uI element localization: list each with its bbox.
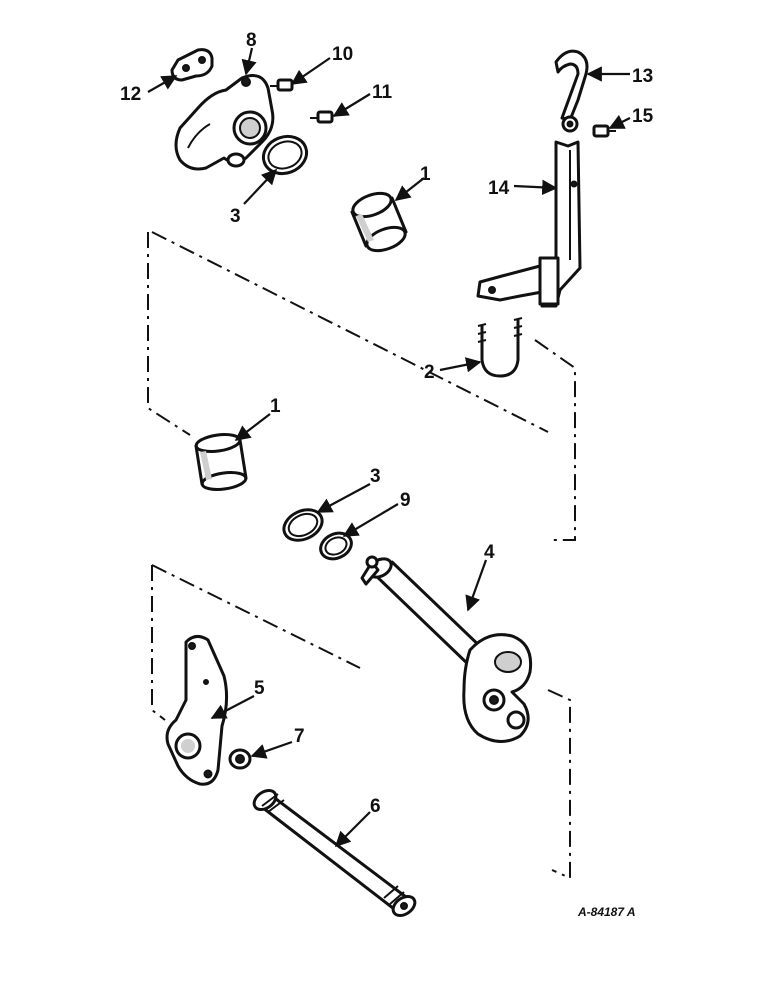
callout-2: 2: [424, 362, 435, 383]
callout-13: 13: [632, 66, 653, 87]
callout-3-lower: 3: [370, 466, 381, 487]
callout-7: 7: [294, 726, 305, 747]
drawing-number: A-84187 A: [577, 905, 636, 919]
callout-3-upper: 3: [230, 206, 241, 227]
callout-6: 6: [370, 796, 381, 817]
part-9-ring: [319, 531, 353, 561]
callout-10: 10: [332, 44, 353, 65]
part-1-bushing-lower: [194, 433, 248, 491]
callout-leaders: [147, 47, 631, 848]
callout-8: 8: [246, 30, 257, 51]
part-12-link-plate: [170, 48, 214, 82]
part-5-lever: [165, 635, 229, 786]
part-8-lever-arm: [174, 74, 275, 171]
callout-11: 11: [372, 82, 393, 103]
callout-4: 4: [484, 542, 495, 563]
part-6-splined-shaft: [252, 788, 417, 918]
part-4-shaft-lever: [360, 555, 533, 743]
callout-1-lower: 1: [270, 396, 281, 417]
assembly-outline-upper: [147, 231, 576, 541]
part-14-bracket: [476, 140, 582, 308]
part-13-hook: [554, 49, 589, 133]
callout-15: 15: [632, 106, 654, 127]
part-2-u-bolt: [477, 317, 523, 378]
callout-9: 9: [400, 490, 411, 511]
callout-1-upper: 1: [420, 164, 431, 185]
assembly-outline-lower: [151, 564, 571, 880]
part-3-ring-upper: [261, 134, 309, 176]
part-15-pin: [592, 124, 616, 138]
part-11-bolt: [310, 110, 334, 124]
part-7-washer: [228, 748, 252, 770]
part-3-ring-lower: [282, 508, 324, 542]
callout-12: 12: [120, 84, 141, 105]
callout-14: 14: [488, 178, 510, 199]
part-1-bushing-upper: [350, 191, 408, 253]
part-10-bolt: [270, 78, 294, 92]
callout-5: 5: [254, 678, 265, 699]
callout-labels: 8 10 11 12 13 15 14 3 1 2 1 3 9 4 5 7 6: [120, 30, 654, 817]
